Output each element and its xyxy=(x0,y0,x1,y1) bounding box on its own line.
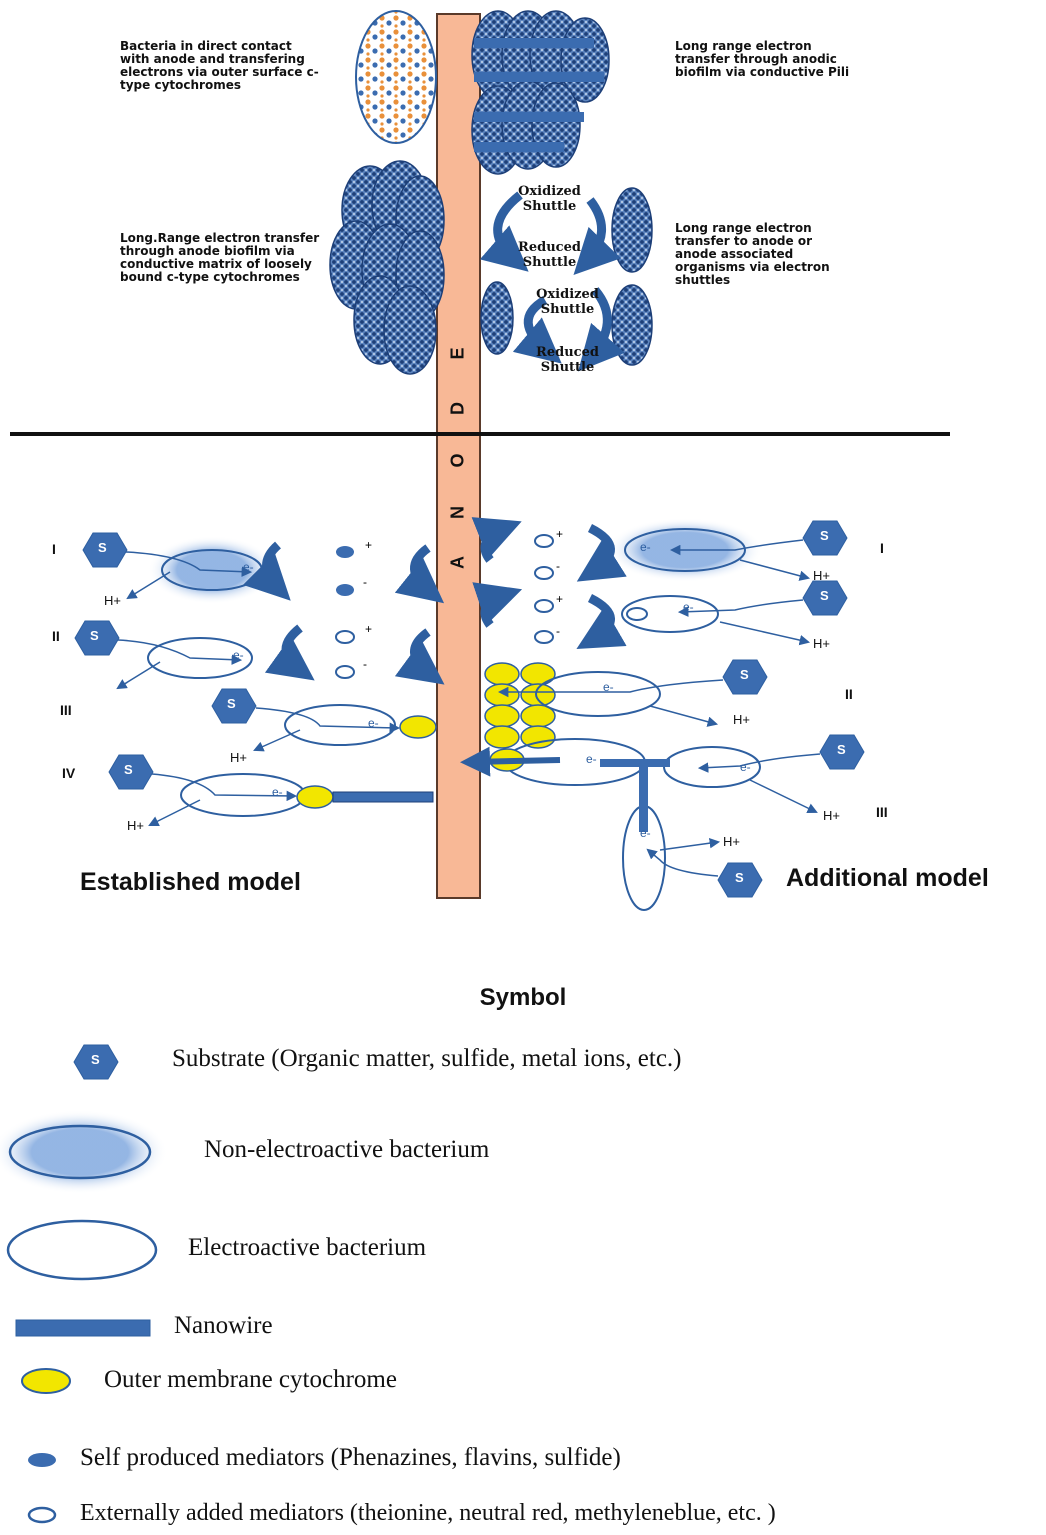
substrate-label: S xyxy=(735,870,744,885)
additional-numeral-2: II xyxy=(845,686,853,702)
legend-cytochrome-text: Outer membrane cytochrome xyxy=(104,1366,397,1393)
label-reduced-shuttle-2: Reduced Shuttle xyxy=(536,345,599,375)
charge-minus: - xyxy=(556,559,560,573)
shuttle-bacterium-3 xyxy=(480,281,514,355)
established-numeral-1: I xyxy=(52,541,56,557)
legend-electroactive-icon xyxy=(6,1219,158,1281)
established-numeral-2: II xyxy=(52,628,60,644)
proton-label: H+ xyxy=(823,808,840,823)
substrate-label: S xyxy=(90,628,99,643)
substrate-label: S xyxy=(124,762,133,777)
substrate-label: S xyxy=(227,696,236,711)
legend-non-electroactive-text: Non-electroactive bacterium xyxy=(204,1136,490,1163)
label-oxidized-shuttle-2: Oxidized Shuttle xyxy=(536,287,599,317)
additional-numeral-3: III xyxy=(876,804,888,820)
legend-title: Symbol xyxy=(479,984,567,1011)
note-shuttles: Long range electron transfer to anode or… xyxy=(675,221,830,287)
legend-non-electroactive-icon xyxy=(8,1124,152,1180)
proton-label: H+ xyxy=(733,712,750,727)
note-matrix: Long.Range electron transfer through ano… xyxy=(120,231,320,284)
matrix-biofilm-cluster xyxy=(329,160,445,375)
electron-label: e- xyxy=(640,540,651,554)
legend-self-mediator-text: Self produced mediators (Phenazines, fla… xyxy=(80,1444,621,1471)
label-oxidized-shuttle-1: Oxidized Shuttle xyxy=(518,184,581,214)
legend-electroactive-text: Electroactive bacterium xyxy=(188,1234,427,1261)
anode-letter-e: E xyxy=(447,347,468,360)
charge-plus: + xyxy=(556,527,564,541)
anode-letter-a: A xyxy=(447,556,468,569)
charge-minus: - xyxy=(556,624,560,638)
shuttle-arrows xyxy=(479,191,625,372)
anode-letter-d: D xyxy=(447,402,468,415)
additional-row-1 xyxy=(471,517,848,582)
legend-nanowire-icon xyxy=(15,1319,151,1337)
legend-non-electroactive-halo xyxy=(0,1110,168,1194)
label-reduced-shuttle-1: Reduced Shuttle xyxy=(518,240,581,270)
additional-numeral-1: I xyxy=(880,540,884,556)
legend-self-mediator-icon xyxy=(28,1453,56,1467)
anode-bar xyxy=(436,13,481,899)
electron-label: e- xyxy=(586,752,597,766)
pili-biofilm-cluster xyxy=(471,10,610,175)
established-row-3 xyxy=(211,688,437,752)
legend-nanowire-text: Nanowire xyxy=(174,1312,273,1339)
established-numeral-4: IV xyxy=(62,765,76,781)
legend-external-mediator-text: Externally added mediators (theionine, n… xyxy=(80,1500,776,1526)
electron-label: e- xyxy=(368,716,379,730)
shuttle-bacterium-2 xyxy=(611,284,653,366)
established-row-4 xyxy=(108,754,434,826)
electron-label: e- xyxy=(640,826,651,840)
charge-plus: + xyxy=(365,622,373,636)
proton-label: H+ xyxy=(230,750,247,765)
legend-external-mediator-icon xyxy=(27,1506,57,1524)
proton-label: H+ xyxy=(723,834,740,849)
charge-plus: + xyxy=(365,538,373,552)
substrate-label: S xyxy=(740,667,749,682)
additional-row-2 xyxy=(484,659,768,749)
charge-minus: - xyxy=(363,575,367,589)
electron-label: e- xyxy=(243,560,254,574)
proton-label: H+ xyxy=(813,568,830,583)
charge-plus: + xyxy=(556,592,564,606)
additional-row-1b xyxy=(472,580,848,650)
established-row-2 xyxy=(74,620,445,690)
electron-label: e- xyxy=(272,785,283,799)
proton-label: H+ xyxy=(813,636,830,651)
charge-minus: - xyxy=(363,657,367,671)
substrate-label: S xyxy=(820,528,829,543)
established-numeral-3: III xyxy=(60,702,72,718)
legend-cytochrome-icon xyxy=(21,1368,71,1394)
proton-label: H+ xyxy=(104,593,121,608)
note-direct-contact: Bacteria in direct contact with anode an… xyxy=(120,39,319,92)
electron-label: e- xyxy=(603,680,614,694)
electron-label: e- xyxy=(740,760,751,774)
established-model-title: Established model xyxy=(80,868,301,896)
substrate-label: S xyxy=(91,1052,100,1067)
legend-substrate-text: Substrate (Organic matter, sulfide, meta… xyxy=(172,1045,682,1072)
additional-model-title: Additional model xyxy=(786,864,989,892)
substrate-label: S xyxy=(837,742,846,757)
anode-letter-n: N xyxy=(447,506,468,519)
electron-label: e- xyxy=(683,600,694,614)
proton-label: H+ xyxy=(127,818,144,833)
established-row-1 xyxy=(82,532,445,604)
note-pili: Long range electron transfer through ano… xyxy=(675,39,850,79)
direct-contact-bacterium xyxy=(355,10,437,144)
additional-row-3 xyxy=(460,734,865,911)
anode-letter-o: O xyxy=(447,453,468,468)
substrate-label: S xyxy=(820,588,829,603)
substrate-label: S xyxy=(98,540,107,555)
electron-label: e- xyxy=(233,648,244,662)
shuttle-bacterium-1 xyxy=(611,187,653,273)
